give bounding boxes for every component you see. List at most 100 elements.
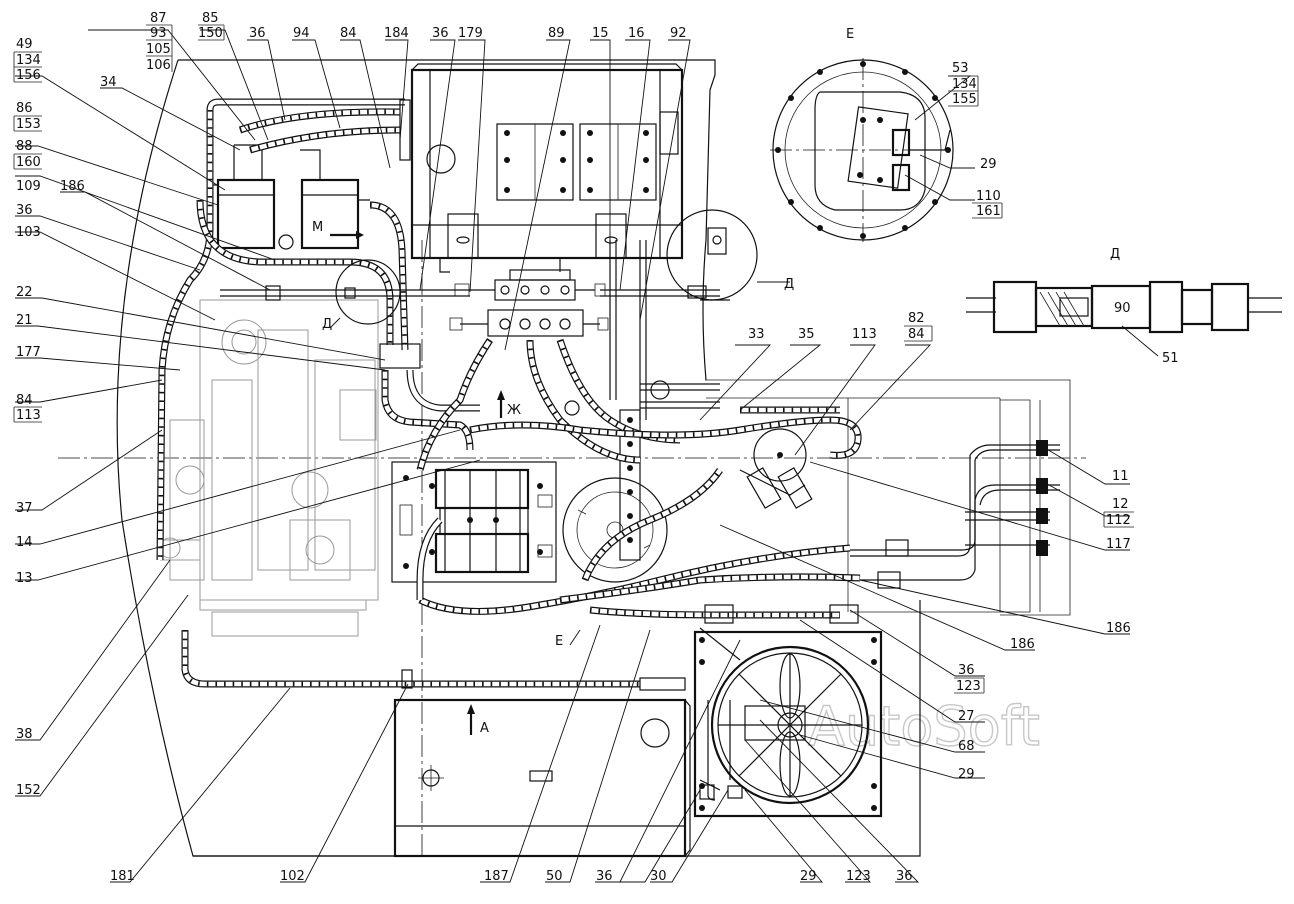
callout: 186 — [1106, 621, 1131, 636]
callout: 22 — [16, 285, 33, 300]
callout: 102 — [280, 869, 305, 884]
callout: 186 — [60, 179, 85, 194]
callouts-bottom: 181 102 187 50 36 30 29 123 36 — [110, 869, 913, 884]
oil-cooler-fan — [693, 630, 883, 818]
callout: 152 — [16, 783, 41, 798]
callout: 86 — [16, 101, 33, 116]
callout: 110 — [976, 189, 1001, 204]
callout: 187 — [484, 869, 509, 884]
callout: 112 — [1106, 513, 1131, 528]
label-e-bottom: Е — [555, 634, 563, 649]
callout: 161 — [976, 204, 1001, 219]
callout: 123 — [846, 869, 871, 884]
callout: 156 — [16, 68, 41, 83]
callout: 33 — [748, 327, 765, 342]
callouts-left: 49 134 156 34 86 153 88 160 109 186 36 1… — [13, 37, 117, 798]
callout: 50 — [546, 869, 563, 884]
callout: 134 — [16, 53, 41, 68]
label-d-right: Д — [784, 277, 794, 292]
callout: 27 — [958, 709, 975, 724]
callout: 155 — [952, 92, 977, 107]
callout: 12 — [1112, 497, 1129, 512]
callout: 186 — [1010, 637, 1035, 652]
detail-view-e: Е — [770, 27, 954, 242]
callout: 113 — [852, 327, 877, 342]
callout: 29 — [980, 157, 997, 172]
callout: 150 — [198, 26, 223, 41]
callout: 85 — [202, 11, 219, 26]
callout: 36 — [958, 663, 975, 678]
callout: 35 — [798, 327, 815, 342]
callout: 94 — [293, 26, 310, 41]
callout: 36 — [596, 869, 613, 884]
callout: 34 — [100, 75, 117, 90]
right-components — [739, 428, 813, 509]
callout: 36 — [16, 203, 33, 218]
rotary-joint — [564, 380, 670, 561]
callout: 106 — [146, 58, 171, 73]
callout: 88 — [16, 139, 33, 154]
callout: 184 — [384, 26, 409, 41]
callout: 30 — [650, 869, 667, 884]
distributor-block — [391, 461, 557, 583]
callout: 179 — [458, 26, 483, 41]
callout: 89 — [548, 26, 565, 41]
callout: 113 — [16, 408, 41, 423]
callout: 13 — [16, 571, 33, 586]
callout: 15 — [592, 26, 609, 41]
view-d-title: Д — [1110, 247, 1120, 262]
detail-label-90: 90 — [1114, 301, 1131, 316]
label-d-left: Д — [322, 317, 332, 332]
callout: 51 — [1162, 351, 1179, 366]
callout: 117 — [1106, 537, 1131, 552]
callout: 14 — [16, 535, 33, 550]
callout: 11 — [1112, 469, 1129, 484]
callout: 109 — [16, 179, 41, 194]
control-valves — [449, 269, 609, 337]
detail-view-d: Д 90 — [966, 247, 1282, 357]
hoses — [156, 98, 862, 688]
callout: 36 — [249, 26, 266, 41]
label-zh: Ж — [507, 403, 521, 418]
callout: 36 — [896, 869, 913, 884]
callout: 36 — [432, 26, 449, 41]
callout: 92 — [670, 26, 687, 41]
callout: 160 — [16, 155, 41, 170]
callout: 82 — [908, 311, 925, 326]
right-pipes — [850, 440, 1060, 589]
callout: 123 — [956, 679, 981, 694]
callout: 134 — [952, 77, 977, 92]
callout: 153 — [16, 117, 41, 132]
engine-block — [159, 299, 379, 637]
fuel-tank: А — [393, 698, 691, 858]
callout: 181 — [110, 869, 135, 884]
callout: 29 — [800, 869, 817, 884]
watermark: AutoSoft — [808, 695, 1040, 758]
callouts-right: 53 134 155 29 110 161 51 82 84 33 35 113… — [748, 61, 1179, 782]
swing-motor — [562, 477, 668, 583]
callout: 84 — [908, 327, 925, 342]
callouts-top: 87 93 105 106 85 150 36 94 84 184 36 179… — [146, 11, 687, 73]
callout-circles: Д Д Ж Е — [322, 209, 794, 649]
label-a: А — [480, 721, 489, 736]
leader-lines — [15, 29, 1130, 883]
callout: 16 — [628, 26, 645, 41]
callout: 29 — [958, 767, 975, 782]
callout: 93 — [150, 26, 167, 41]
callout: 53 — [952, 61, 969, 76]
callout: 68 — [958, 739, 975, 754]
callout: 49 — [16, 37, 33, 52]
hydraulic-tank — [410, 63, 684, 273]
callout: 38 — [16, 727, 33, 742]
filter-units: М — [210, 144, 370, 250]
callout: 103 — [16, 225, 41, 240]
callout: 84 — [340, 26, 357, 41]
callout: 21 — [16, 313, 33, 328]
label-m: М — [312, 220, 323, 235]
callout: 177 — [16, 345, 41, 360]
callout: 87 — [150, 11, 167, 26]
callout: 37 — [16, 501, 33, 516]
callout: 105 — [146, 42, 171, 57]
